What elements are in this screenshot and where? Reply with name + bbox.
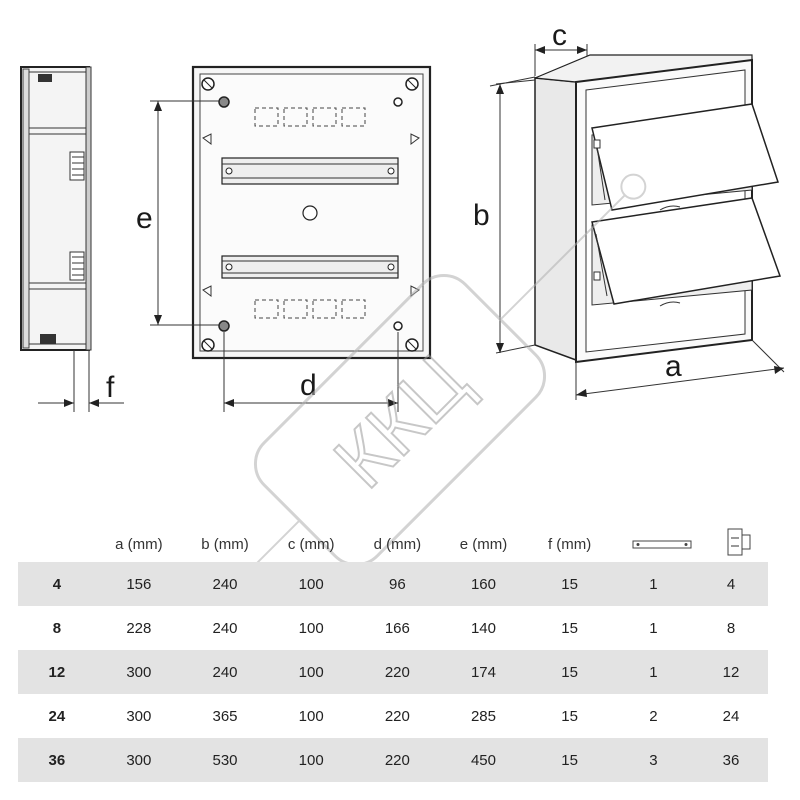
column-header-b: b (mm) (201, 535, 249, 553)
table-cell: 100 (268, 650, 355, 694)
table-cell: 450 (440, 738, 527, 782)
front-view (191, 65, 432, 360)
table-cell: 300 (95, 694, 182, 738)
table-cell: 12 (18, 650, 96, 694)
table-cell: 36 (18, 738, 96, 782)
din-rail-icon (632, 540, 692, 549)
column-header-rails (613, 526, 694, 562)
table-cell: 156 (95, 562, 182, 606)
table-cell: 220 (354, 650, 441, 694)
table-cell: 240 (181, 650, 269, 694)
table-cell: 300 (95, 650, 182, 694)
table-cell: 174 (440, 650, 527, 694)
table-cell: 3 (612, 738, 695, 782)
column-header-modules (694, 526, 768, 562)
table-cell: 220 (354, 738, 441, 782)
table-cell: 15 (526, 606, 613, 650)
table-cell: 100 (268, 738, 355, 782)
dim-label-c: c (552, 19, 567, 52)
column-header-a: a (mm) (115, 535, 163, 553)
table-cell: 166 (354, 606, 441, 650)
table-cell: 285 (440, 694, 527, 738)
table-row: 12 300 240 100 220 174 15 1 12 (18, 650, 768, 694)
table-cell: 8 (694, 606, 768, 650)
table-cell: 160 (440, 562, 527, 606)
table-row: 4 156 240 100 96 160 15 1 4 (18, 562, 768, 606)
table-cell: 4 (18, 562, 96, 606)
dimension-f (38, 350, 124, 412)
table-cell: 36 (694, 738, 768, 782)
side-view (20, 66, 92, 351)
table-cell: 15 (526, 562, 613, 606)
table-cell: 220 (354, 694, 441, 738)
table-row: 8 228 240 100 166 140 15 1 8 (18, 606, 768, 650)
table-cell: 300 (95, 738, 182, 782)
dim-label-e: e (136, 202, 153, 235)
table-cell: 15 (526, 738, 613, 782)
dimension-b (495, 79, 536, 354)
table-cell: 1 (612, 606, 695, 650)
table-cell: 100 (268, 562, 355, 606)
circuit-breaker-icon (727, 528, 751, 556)
dimension-e (150, 100, 220, 326)
table-cell: 15 (526, 650, 613, 694)
column-header-e: e (mm) (459, 535, 508, 553)
column-header-d: d (mm) (373, 535, 422, 553)
specification-table: a (mm) b (mm) c (mm) d (mm) e (mm) f (mm… (18, 526, 768, 782)
table-header-row: a (mm) b (mm) c (mm) d (mm) e (mm) f (mm… (18, 526, 768, 562)
dim-label-f: f (106, 371, 115, 404)
table-cell: 100 (268, 606, 355, 650)
table-cell: 1 (612, 650, 695, 694)
dimension-c (489, 44, 588, 87)
column-header (18, 526, 96, 562)
table-cell: 12 (694, 650, 768, 694)
table-cell: 530 (181, 738, 269, 782)
perspective-view (534, 54, 782, 364)
table-cell: 365 (181, 694, 269, 738)
watermark-text: ККЦ (317, 337, 484, 504)
table-cell: 24 (18, 694, 96, 738)
table-cell: 240 (181, 562, 269, 606)
table-cell: 228 (95, 606, 182, 650)
table-row: 36 300 530 100 220 450 15 3 36 (18, 738, 768, 782)
dim-label-b: b (473, 199, 490, 232)
table-cell: 100 (268, 694, 355, 738)
table-cell: 2 (612, 694, 695, 738)
table-cell: 96 (354, 562, 441, 606)
column-header-c: c (mm) (287, 535, 335, 553)
table-row: 24 300 365 100 220 285 15 2 24 (18, 694, 768, 738)
table-cell: 15 (526, 694, 613, 738)
table-cell: 240 (181, 606, 269, 650)
table-cell: 8 (18, 606, 96, 650)
column-header-f: f (mm) (547, 535, 592, 553)
table-cell: 140 (440, 606, 527, 650)
dimension-d (223, 332, 399, 412)
table-cell: 24 (694, 694, 768, 738)
dim-label-a: a (665, 350, 682, 383)
table-cell: 1 (612, 562, 695, 606)
dimension-a (575, 339, 785, 400)
table-cell: 4 (694, 562, 768, 606)
